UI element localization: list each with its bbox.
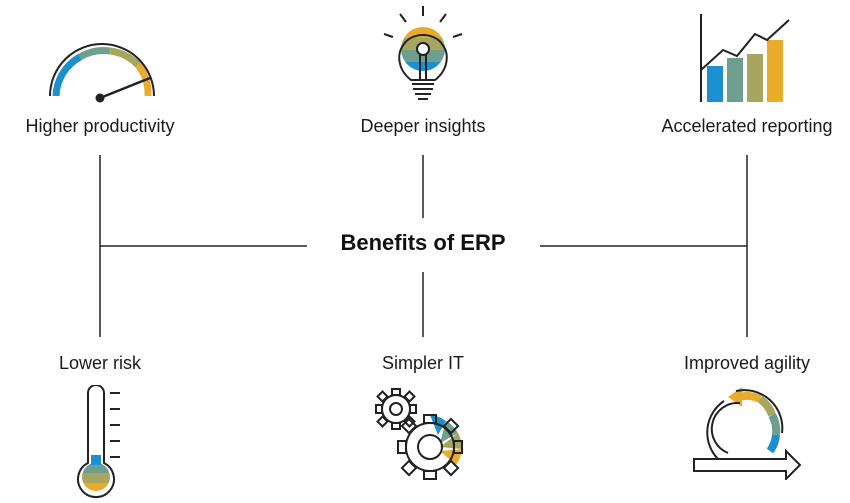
lightbulb-icon: [383, 6, 463, 100]
benefit-label-productivity: Higher productivity: [25, 116, 175, 136]
diagram-title: Benefits of ERP: [340, 230, 506, 255]
benefit-label-risk: Lower risk: [58, 353, 142, 373]
benefit-label-reporting: Accelerated reporting: [661, 116, 833, 136]
bar-chart-icon: [700, 14, 790, 102]
benefit-label-simpler-it: Simpler IT: [381, 353, 465, 373]
speedometer-icon: [49, 43, 155, 103]
cycle-arrow-icon: [693, 387, 802, 480]
thermometer-icon: [77, 385, 120, 499]
gears-icon: [375, 388, 463, 480]
benefit-label-agility: Improved agility: [683, 353, 811, 373]
benefit-label-insights: Deeper insights: [360, 116, 486, 136]
